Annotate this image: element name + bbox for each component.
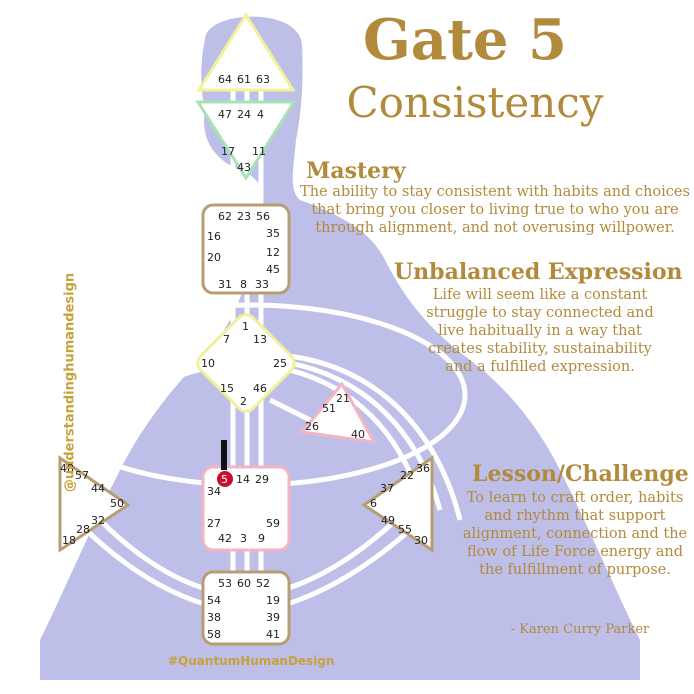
gate-label: 29 [255,473,269,486]
gate-label: 56 [256,210,270,223]
gate-label: 36 [416,462,430,475]
gate-label: 51 [322,402,336,415]
gate-label: 44 [91,482,105,495]
gate-label: 3 [240,532,247,545]
mastery-text: The ability to stay consistent with habi… [300,184,690,236]
gate-label: 4 [257,108,264,121]
page-title: Gate 5 [362,7,568,73]
author-attribution: - Karen Curry Parker [510,622,650,637]
gate-label: 41 [266,628,280,641]
gate-label: 20 [207,251,221,264]
unbalanced-expression-heading: Unbalanced Expression [394,259,683,285]
heart-center [299,381,377,444]
root-center [201,570,291,646]
gate-label: 48 [60,462,74,475]
gate-label: 8 [240,278,247,291]
gate-label: 58 [207,628,221,641]
gate-label: 7 [223,333,230,346]
gate-label: 43 [237,161,251,174]
gate-label: 31 [218,278,232,291]
gate-label: 17 [221,145,235,158]
gate-label: 57 [75,469,89,482]
gate-label: 10 [201,357,215,370]
gate-label-highlighted: 5 [221,473,228,486]
gate-label: 39 [266,611,280,624]
gate-label: 34 [207,485,221,498]
gate-label: 22 [400,469,414,482]
gate-label: 53 [218,577,232,590]
solar-plexus-center [361,455,434,553]
gate-label: 1 [242,320,249,333]
gate-label: 42 [218,532,232,545]
hashtag: #QuantumHumanDesign [168,654,335,668]
body-silhouette [40,16,640,680]
gate-label: 55 [398,523,412,536]
gate-label: 27 [207,517,221,530]
gate-label: 62 [218,210,232,223]
gate-label: 52 [256,577,270,590]
sacral-center [201,465,291,552]
gate-label: 46 [253,382,267,395]
gate-label: 32 [91,514,105,527]
gate-label: 2 [240,395,247,408]
page-subtitle: Consistency [346,78,604,127]
gate-label: 25 [273,357,287,370]
gate-label: 40 [351,428,365,441]
gate-label: 6 [370,497,377,510]
gate-label: 60 [237,577,251,590]
lesson-challenge-text: To learn to craft order, habits and rhyt… [462,490,688,578]
gate-label: 35 [266,227,280,240]
gate-label: 28 [76,523,90,536]
gate-label: 38 [207,611,221,624]
gate-5-activation-bar [221,440,227,470]
mastery-heading: Mastery [306,158,406,184]
gate-label: 9 [258,532,265,545]
gate-label: 61 [237,73,251,86]
gate-label: 23 [237,210,251,223]
instagram-handle: @understandinghumandesign [62,272,78,493]
gate-label: 21 [336,392,350,405]
gate-label: 15 [220,382,234,395]
gate-5-highlight [217,471,233,487]
gate-label: 49 [381,514,395,527]
gate-label: 64 [218,73,232,86]
gate-label: 19 [266,594,280,607]
throat-center [201,203,291,295]
g-center [196,313,296,413]
gate-label: 45 [266,263,280,276]
gate-label: 13 [253,333,267,346]
gate-label: 30 [414,534,428,547]
gate-label: 24 [237,108,251,121]
spleen-center [58,455,131,553]
gate-label: 50 [110,497,124,510]
ajna-center [195,100,297,181]
gate-label: 59 [266,517,280,530]
gate-label: 33 [255,278,269,291]
gate-label: 11 [252,145,266,158]
gate-label: 54 [207,594,221,607]
unbalanced-expression-text: Life will seem like a constant struggle … [426,287,654,375]
gate-label: 16 [207,230,221,243]
gate-label: 26 [305,420,319,433]
gate-label: 47 [218,108,232,121]
gate-label: 14 [236,473,250,486]
lesson-challenge-heading: Lesson/Challenge [472,461,689,487]
gate-label: 18 [62,534,76,547]
head-center [196,12,296,92]
gate-label: 37 [380,482,394,495]
gate-label: 63 [256,73,270,86]
gate-label: 12 [266,246,280,259]
